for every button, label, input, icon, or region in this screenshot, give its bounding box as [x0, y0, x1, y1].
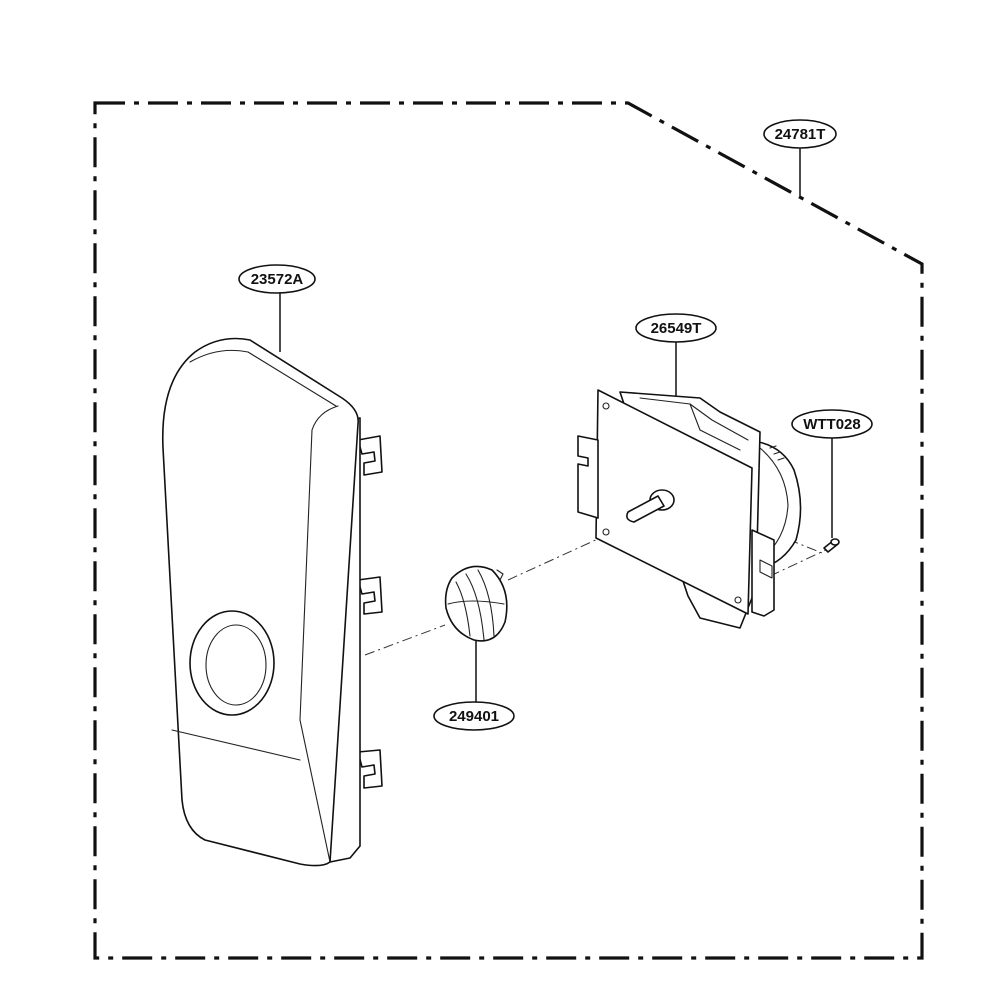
callout-assembly-label: 24781T — [775, 126, 826, 143]
cover-clip-bottom — [357, 749, 383, 789]
cover-front-face — [161, 337, 359, 867]
cover-knob-opening — [189, 610, 275, 716]
timer-knob-part — [444, 565, 508, 642]
callout-assembly-bubble — [763, 119, 837, 149]
control-cover-part — [161, 337, 383, 867]
callout-cover[interactable]: 23572A — [238, 264, 316, 352]
assembly-boundary — [93, 101, 924, 960]
axis-knob-to-timer — [507, 537, 601, 581]
cover-corner-edge — [311, 405, 339, 431]
callout-screw-label: WTT028 — [803, 416, 861, 433]
cover-knob-opening-inner — [205, 624, 267, 706]
timer-shaft — [626, 495, 665, 523]
callout-knob-label: 249401 — [449, 708, 499, 725]
callout-cover-label: 23572A — [251, 271, 304, 288]
callout-screw[interactable]: WTT028 — [791, 409, 873, 538]
callout-timer-label: 26549T — [651, 320, 702, 337]
timer-left-tab — [577, 435, 599, 519]
callout-timer[interactable]: 26549T — [635, 313, 717, 396]
callout-timer-bubble — [635, 313, 717, 343]
callout-screw-bubble — [791, 409, 873, 439]
axis-knob-to-cover — [364, 624, 446, 656]
callout-knob-bubble — [433, 701, 515, 731]
cover-lower-bevel — [171, 729, 301, 761]
cover-bevel-line — [299, 429, 331, 863]
callout-knob[interactable]: 249401 — [433, 640, 515, 731]
callout-assembly[interactable]: 24781T — [763, 119, 837, 196]
cover-clip-middle — [357, 576, 383, 615]
cover-clip-top — [357, 435, 383, 476]
cover-top-edge — [189, 349, 337, 407]
screw-part — [823, 538, 840, 553]
callout-cover-bubble — [238, 264, 316, 294]
timer-module-part — [577, 389, 802, 629]
